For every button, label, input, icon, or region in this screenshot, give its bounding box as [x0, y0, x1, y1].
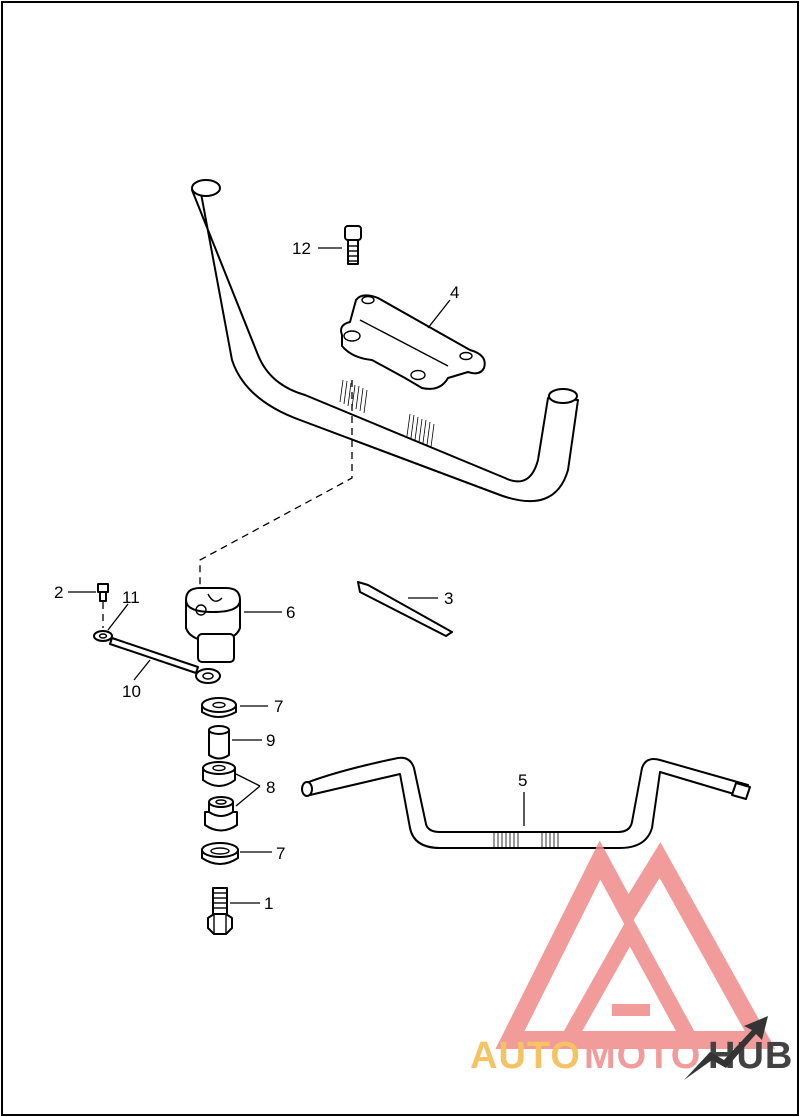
watermark-text-moto: MOTO — [584, 1035, 701, 1077]
callout-labels: 1 2 3 4 5 6 7 7 8 9 10 11 12 — [54, 239, 527, 913]
riser-bolt — [207, 887, 233, 935]
ground-bolt — [97, 583, 109, 602]
handlebar-knurl-right — [406, 413, 435, 448]
bushing-upper — [202, 761, 236, 787]
callout-7-lower: 7 — [276, 844, 285, 863]
callout-9: 9 — [266, 731, 275, 750]
washer-lower — [201, 842, 239, 865]
sleeve — [208, 725, 230, 760]
callout-11: 11 — [122, 588, 140, 607]
top-clamp — [340, 294, 486, 390]
handlebar-knurl-left — [339, 379, 368, 414]
callout-7-upper: 7 — [274, 697, 283, 716]
ground-strap — [93, 630, 221, 684]
riser — [185, 587, 241, 663]
alignment-line — [199, 380, 353, 590]
leader-lines — [68, 247, 525, 904]
watermark-text-auto: AUTO — [470, 1035, 581, 1077]
callout-4: 4 — [450, 283, 459, 302]
handlebar-lower-knurl — [493, 833, 559, 847]
callout-2: 2 — [54, 583, 63, 602]
bushing-lower — [204, 796, 238, 832]
handlebar-lower — [301, 756, 751, 849]
callout-6: 6 — [286, 603, 295, 622]
callout-12: 12 — [292, 239, 311, 258]
watermark: AUTO MOTO HUB — [470, 840, 793, 1080]
callout-1: 1 — [264, 894, 273, 913]
washer-upper — [201, 697, 237, 718]
watermark-arrow-icon — [684, 1016, 768, 1080]
callout-3: 3 — [444, 589, 453, 608]
callout-5: 5 — [518, 771, 527, 790]
top-clamp-screw — [344, 225, 362, 265]
cable-tie — [357, 581, 453, 637]
callout-8: 8 — [266, 778, 275, 797]
watermark-logo-icon — [495, 840, 776, 1049]
watermark-text-hub: HUB — [708, 1035, 793, 1077]
handlebar-upper — [191, 179, 579, 503]
callout-10: 10 — [122, 682, 141, 701]
